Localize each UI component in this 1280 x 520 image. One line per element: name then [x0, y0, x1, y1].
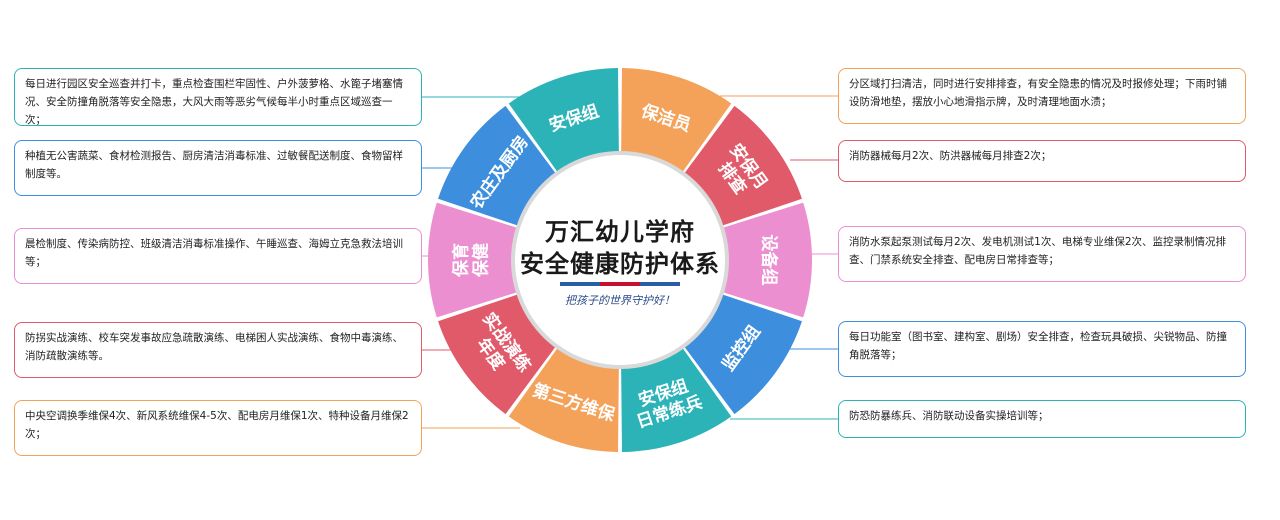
segment-cleaning-staff — [621, 68, 732, 173]
connector-lines — [422, 95, 838, 429]
hub-slogan: 把孩子的世界守护好！ — [565, 294, 675, 307]
segment-annual-drill — [438, 294, 557, 415]
segment-monitoring-team — [683, 294, 802, 415]
segment-health-care — [428, 202, 518, 318]
desc-box-monitoring: 每日功能室（图书室、建构室、剧场）安全排查，检查玩具破损、尖锐物品、防撞角脱落等… — [838, 321, 1246, 377]
desc-box-maintenance: 中央空调换季维保4次、新风系统维保4-5次、配电房月维保1次、特种设备月维保2次… — [14, 400, 422, 456]
segment-monthly-check — [683, 105, 802, 226]
desc-box-monthly-check: 消防器械每月2次、防洪器械每月排查2次； — [838, 140, 1246, 182]
hub-stripe — [600, 282, 640, 286]
hub-stripes — [560, 282, 680, 286]
desc-box-annual-drills: 防拐实战演练、校车突发事故应急疏散演练、电梯困人实战演练、食物中毒演练、消防疏散… — [14, 322, 422, 378]
desc-box-equipment: 消防水泵起泵测试每月2次、发电机测试1次、电梯专业维保2次、监控录制情况排查、门… — [838, 226, 1246, 282]
hub-title-line1: 万汇幼儿学府 — [545, 218, 695, 246]
segment-farm-kitchen — [438, 105, 557, 226]
desc-box-cleaning: 分区域打扫清洁，同时进行安排排查，有安全隐患的情况及时报修处理；下雨时铺设防滑地… — [838, 68, 1246, 124]
desc-box-security-team: 每日进行园区安全巡查并打卡，重点检查围栏牢固性、户外菠萝格、水篦子堵塞情况、安全… — [14, 68, 422, 126]
desc-box-health-care: 晨检制度、传染病防控、班级清洁消毒标准操作、午睡巡查、海姆立克急救法培训等； — [14, 228, 422, 284]
hub-circle — [511, 151, 729, 369]
desc-box-security-drill: 防恐防暴练兵、消防联动设备实操培训等； — [838, 400, 1246, 438]
segment-label-equipment-team: 设备组 — [759, 235, 780, 286]
desc-box-farm-kitchen: 种植无公害蔬菜、食材检测报告、厨房清洁消毒标准、过敏餐配送制度、食物留样制度等。 — [14, 140, 422, 196]
segment-equipment-team — [722, 202, 813, 318]
hub-stripe — [640, 282, 680, 286]
segment-security-team — [508, 68, 619, 173]
hub-title-line2: 安全健康防护体系 — [520, 250, 720, 278]
wheel-segments: 保洁员安保月排查设备组监控组安保组日常练兵第三方维保实战演练年度保育保健农庄及厨… — [428, 68, 813, 452]
segment-third-party-maintenance — [508, 347, 619, 452]
segment-security-drill — [621, 347, 732, 452]
hub-stripe — [560, 282, 600, 286]
segment-label-health-care: 保育保健 — [451, 243, 492, 278]
